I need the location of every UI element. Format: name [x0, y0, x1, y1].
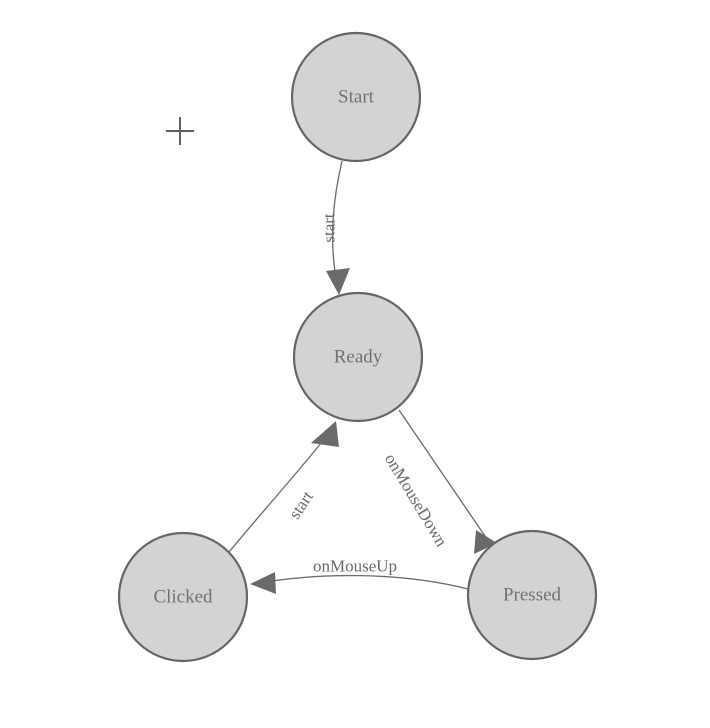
arrowhead-into-pressed [474, 530, 497, 554]
node-clicked-label: Clicked [153, 587, 213, 608]
edge-path-pressed-to-clicked [252, 574, 469, 590]
edge-pressed-to-clicked[interactable]: onMouseUp [250, 557, 469, 595]
arrowhead-into-clicked [250, 572, 276, 594]
edge-path-clicked-to-ready [228, 437, 326, 553]
edge-label-start-to-ready: start [320, 213, 339, 243]
edge-label-pressed-to-clicked: onMouseUp [313, 557, 397, 576]
node-start[interactable]: Start [290, 31, 422, 163]
node-clicked[interactable]: Clicked [117, 531, 249, 663]
edge-label-clicked-to-ready: start [285, 487, 317, 522]
arrowhead-into-ready-top [326, 268, 350, 295]
node-pressed[interactable]: Pressed [466, 529, 598, 661]
node-ready-label: Ready [334, 347, 383, 368]
edge-label-ready-to-pressed: onMouseDown [381, 450, 452, 550]
edge-ready-to-pressed[interactable]: onMouseDown [381, 409, 497, 554]
node-clicked-circle [117, 531, 249, 663]
node-start-label: Start [338, 87, 375, 108]
edge-path-start-to-ready [331, 160, 343, 273]
edge-clicked-to-ready[interactable]: start [228, 421, 339, 553]
node-ready-circle [292, 291, 424, 423]
arrowhead-into-ready-lower-left [311, 421, 339, 447]
node-start-circle [290, 31, 422, 163]
crosshair-icon[interactable] [166, 117, 194, 145]
node-ready[interactable]: Ready [292, 291, 424, 423]
edge-path-ready-to-pressed [398, 409, 488, 540]
edge-start-to-ready[interactable]: start [320, 160, 351, 295]
node-pressed-label: Pressed [503, 585, 562, 606]
node-pressed-circle [466, 529, 598, 661]
